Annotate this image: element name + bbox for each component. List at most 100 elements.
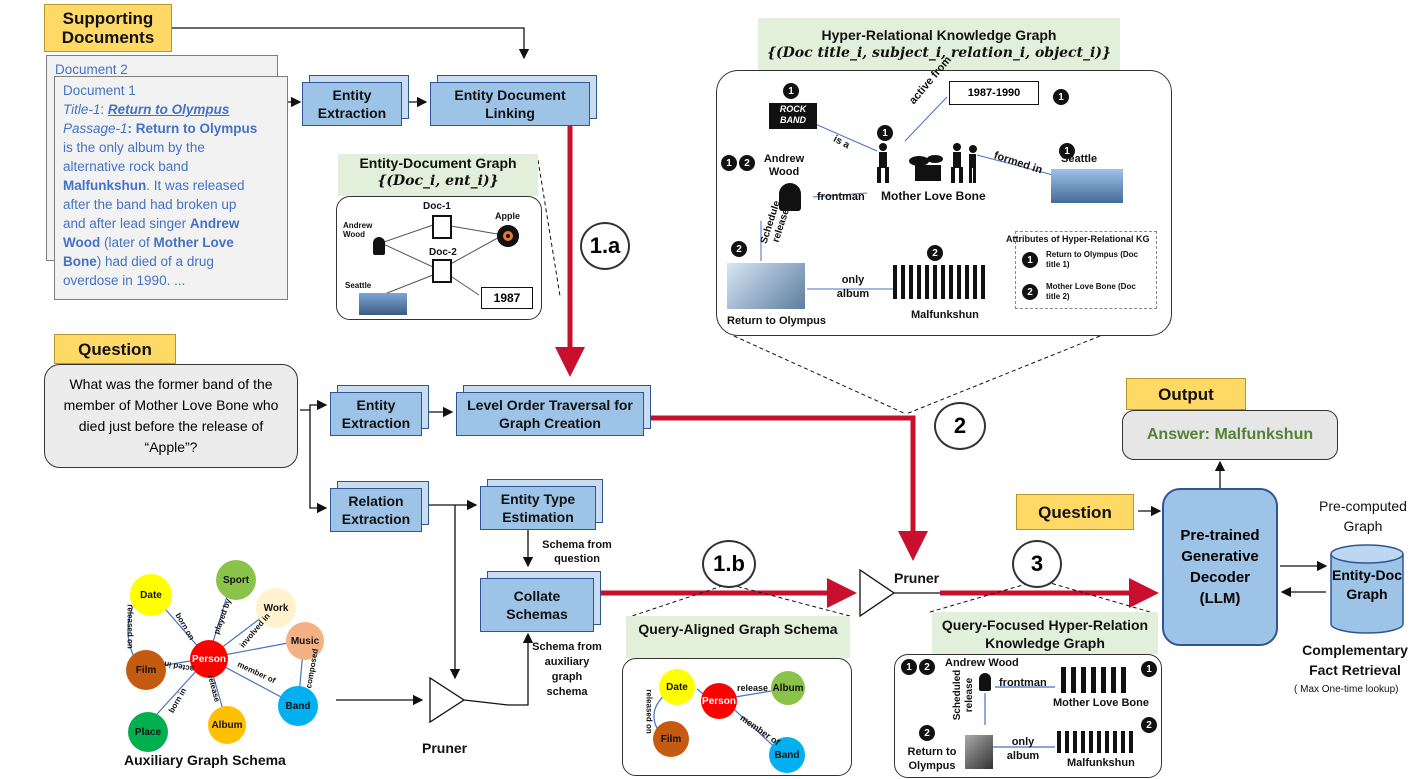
aux-edge-released-on: released on <box>125 604 135 649</box>
doc-title-link: Return to Olympus <box>107 102 230 117</box>
question-text: What was the former band of the member o… <box>63 376 279 455</box>
attributes-box: Attributes of Hyper-Relational KG 1 Retu… <box>1006 231 1157 309</box>
question-box: What was the former band of the member o… <box>44 364 298 468</box>
pruner-left-label: Pruner <box>422 740 468 756</box>
passage-line: overdose in 1990. ... <box>63 273 186 288</box>
entity-document-graph-header: Entity-Document Graph {(Doc_i, ent_i)} <box>338 154 538 196</box>
hyper-kg-title: Hyper-Relational Knowledge Graph <box>821 27 1057 43</box>
hyper-kg-edges <box>760 96 1054 290</box>
doc1-marker: 1 <box>783 83 799 99</box>
qa-node-person: Person <box>701 683 737 719</box>
pruner-mid-label: Pruner <box>894 570 940 586</box>
pretrained-decoder-label: Pre-trained Generative Decoder (LLM) <box>1180 527 1260 607</box>
doc1-marker: 1 <box>1053 89 1069 105</box>
query-focused-panel: 1 2 Andrew Wood frontman 1 Mother Love B… <box>894 654 1162 778</box>
collate-schemas-box: Collate Schemas <box>480 578 594 632</box>
document-1-label: Document 1 <box>63 83 136 98</box>
level-order-traversal-box: Level Order Traversal for Graph Creation <box>456 392 644 436</box>
band-silhouette-svg <box>877 143 977 183</box>
hyper-kg-header: Hyper-Relational Knowledge Graph {(Doc t… <box>758 18 1120 70</box>
malfunkshun-label: Malfunkshun <box>911 309 979 321</box>
document-2-label: Document 2 <box>55 62 128 77</box>
edg-apple-label: Apple <box>495 211 521 221</box>
aux-node-place: Place <box>128 712 168 752</box>
edg-doc1-label: Doc-1 <box>423 201 451 212</box>
entity-extraction-mid-box: Entity Extraction <box>330 392 422 436</box>
edg-formula: {(Doc_i, ent_i)} <box>377 173 499 189</box>
max-lookup-label: ( Max One-time lookup) <box>1294 684 1399 695</box>
attribute-doc2: Mother Love Bone (Doc title 2) <box>1046 282 1136 301</box>
query-aligned-header: Query-Aligned Graph Schema <box>626 616 850 658</box>
qf-edges <box>984 686 1055 748</box>
document-icon <box>432 259 452 283</box>
question-tag-output: Question <box>1016 494 1134 530</box>
passage-entity: Andrew <box>189 216 240 231</box>
album-cover-image <box>727 263 805 309</box>
passage-entity: Mother Love <box>153 235 234 250</box>
qf-andrew-label: Andrew Wood <box>945 657 1019 669</box>
query-aligned-panel: Date Person Album Film Band release rele… <box>622 658 852 776</box>
pretrained-decoder-box: Pre-trained Generative Decoder (LLM) <box>1162 488 1278 646</box>
return-to-olympus-label: Return to Olympus <box>727 315 827 327</box>
person-icon <box>979 673 991 691</box>
title-prefix: Title-1 <box>63 102 101 117</box>
qa-edges <box>653 688 784 756</box>
document-1-card: Document 1 Title-1 : Return to Olympus Pa… <box>54 76 288 300</box>
doc2-marker: 2 <box>1022 284 1038 300</box>
rock-band-logo: ROCK BAND <box>769 103 817 129</box>
hyper-kg-formula: {(Doc title_i, subject_i, relation_i, ob… <box>766 45 1111 61</box>
step-1a-badge: 1.a <box>580 222 630 270</box>
edg-doc2-label: Doc-2 <box>429 247 457 258</box>
aux-node-film: Film <box>126 650 166 690</box>
edg-andrew-label: Andrew Wood <box>343 221 373 239</box>
person-icon <box>779 183 801 211</box>
answer-box: Answer: Malfunkshun <box>1122 410 1338 460</box>
passage-line: and after lead singer <box>63 216 190 231</box>
qf-return-olympus-label: Return to Olympus <box>907 746 957 772</box>
supporting-documents-tag: Supporting Documents <box>44 4 172 52</box>
step-2-badge: 2 <box>934 402 986 450</box>
auxiliary-graph-schema: Date Sport Work Music Person Film Band P… <box>108 560 338 752</box>
qf-mlb-label: Mother Love Bone <box>1053 697 1149 709</box>
doc2-marker: 2 <box>739 155 755 171</box>
aux-node-work: Work <box>256 588 296 628</box>
entity-document-linking-box: Entity Document Linking <box>430 82 590 126</box>
passage-prefix: Passage-1 <box>63 121 128 136</box>
band-silhouette-icon <box>869 141 981 185</box>
aux-node-album: Album <box>208 706 246 744</box>
aux-node-person: Person <box>190 640 228 678</box>
passage-line: after the band had broken up <box>63 197 237 212</box>
andrew-wood-label: Andrew Wood <box>763 153 805 178</box>
doc1-marker: 1 <box>721 155 737 171</box>
edg-title: Entity-Document Graph <box>359 155 517 171</box>
qf-frontman-label: frontman <box>999 677 1047 689</box>
aux-node-band: Band <box>278 686 318 726</box>
entity-extraction-top-box: Entity Extraction <box>302 82 402 126</box>
cylinder-shape <box>1330 544 1404 634</box>
schema-from-question-label: Schema from question <box>542 539 612 565</box>
passage-head: : Return to Olympus <box>127 121 258 136</box>
qa-node-film: Film <box>653 721 689 757</box>
attributes-title: Attributes of Hyper-Relational KG <box>1006 234 1150 244</box>
relation-extraction-box: Relation Extraction <box>330 488 422 532</box>
years-box: 1987-1990 <box>949 81 1039 105</box>
only-album-label: only album <box>836 274 870 300</box>
question-tag: Question <box>54 334 176 364</box>
seattle-label: Seattle <box>1061 153 1098 165</box>
edg-year-box: 1987 <box>481 287 533 309</box>
aux-node-sport: Sport <box>216 560 256 600</box>
qa-node-date: Date <box>659 669 695 705</box>
hyper-kg-panel: 1 ROCK BAND is a 1 active from 1987-1990… <box>716 54 1172 336</box>
doc2-marker: 2 <box>927 245 943 261</box>
entity-doc-graph-cylinder: Entity-Doc Graph <box>1330 544 1404 634</box>
city-skyline-image <box>359 293 407 315</box>
step-3-badge: 3 <box>1012 540 1062 588</box>
passage-entity: Bone <box>63 254 97 269</box>
frontman-label: frontman <box>817 191 865 203</box>
precomputed-graph-label: Pre-computed Graph <box>1319 498 1407 534</box>
doc1-marker: 1 <box>901 659 917 675</box>
attribute-doc1: Return to Olympus (Doc title 1) <box>1046 250 1139 269</box>
qa-node-album: Album <box>771 671 805 705</box>
